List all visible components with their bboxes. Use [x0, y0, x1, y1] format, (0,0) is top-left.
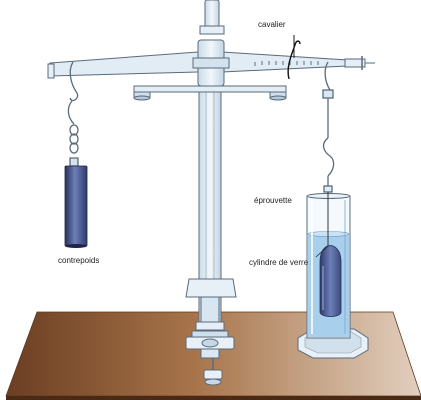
- balance-beam: [47, 39, 375, 87]
- label-cylindre-de-verre: cylindre de verre: [249, 258, 309, 267]
- counterweight: [64, 165, 88, 248]
- top-knob: [199, 0, 225, 35]
- left-hanger: [67, 61, 79, 167]
- label-cavalier: cavalier: [258, 20, 286, 29]
- label-eprouvette: éprouvette: [254, 196, 292, 205]
- right-hanger: [322, 61, 335, 193]
- glass-cylinder: [319, 192, 342, 317]
- central-column: [185, 69, 237, 386]
- beam-support: [133, 85, 287, 101]
- label-leaders: [293, 35, 329, 258]
- label-contrepoids: contrepoids: [58, 256, 100, 265]
